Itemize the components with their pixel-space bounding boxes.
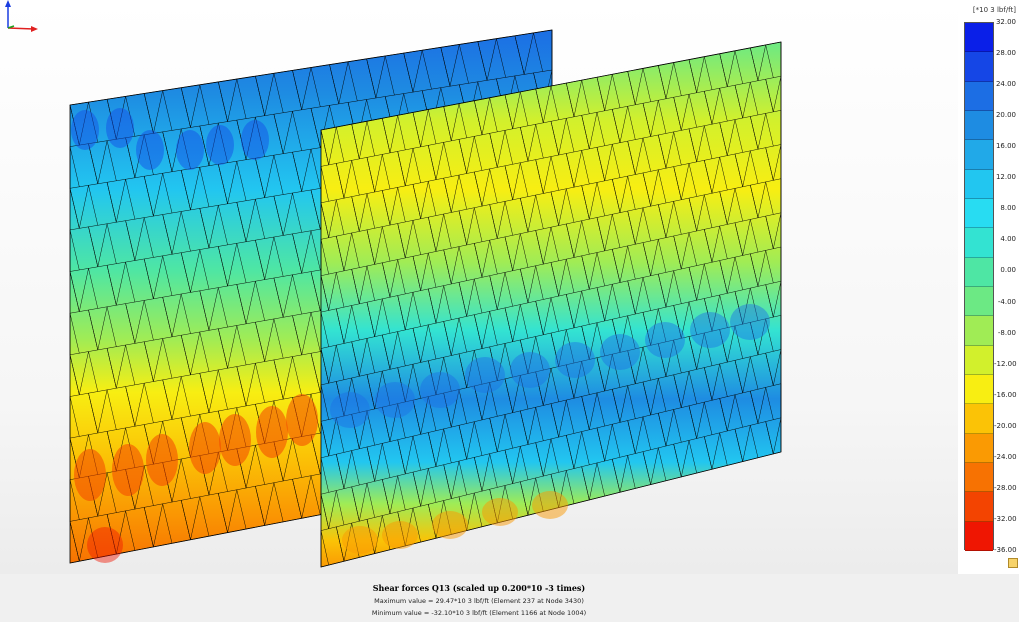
stress-hotspot [375, 382, 415, 418]
legend-swatch [965, 462, 993, 493]
stress-hotspot [532, 491, 568, 519]
stress-hotspot [176, 130, 204, 170]
color-legend: [*10 3 lbf/ft] 32.00 28.00 24.00 20.00 16.00… [958, 0, 1019, 574]
legend-color-bar [964, 22, 994, 551]
mesh-lines [320, 41, 782, 568]
stress-hotspot [74, 449, 106, 501]
legend-swatch [965, 110, 993, 141]
stress-hotspot [382, 521, 418, 549]
legend-tick-label: 28.00 [995, 49, 1016, 58]
legend-tick-label: -24.00 [994, 452, 1017, 461]
stress-hotspot [146, 434, 178, 486]
legend-tick-label: -32.00 [994, 514, 1017, 523]
stress-hotspot [510, 352, 550, 388]
stress-hotspot [555, 342, 595, 378]
wall-front-mesh [320, 41, 782, 568]
stress-hotspot [330, 392, 370, 428]
stress-hotspot [189, 422, 221, 474]
legend-swatch [965, 286, 993, 317]
stress-hotspot [690, 312, 730, 348]
legend-tick-label: 32.00 [995, 18, 1016, 26]
legend-tick-label: -16.00 [994, 390, 1017, 399]
stress-hotspot [256, 406, 288, 458]
legend-tick-label: -4.00 [997, 297, 1016, 306]
stress-hotspot [420, 372, 460, 408]
legend-tick-label: 16.00 [995, 142, 1016, 151]
wall-panel-front [320, 41, 782, 568]
caption-max-value: Maximum value = 29.47*10 3 lbf/ft (Eleme… [374, 597, 584, 605]
legend-tick-label: 8.00 [1000, 204, 1016, 213]
legend-swatch [965, 374, 993, 405]
stress-hotspot [600, 334, 640, 370]
stress-hotspot [730, 304, 770, 340]
stress-hotspot [645, 322, 685, 358]
result-caption: Shear forces Q13 (scaled up 0.200*10 -3 … [0, 574, 958, 622]
legend-tick-label: -28.00 [994, 483, 1017, 492]
legend-swatch [965, 140, 993, 170]
legend-tick-label: 12.00 [995, 173, 1016, 182]
legend-tick-label: -8.00 [997, 328, 1016, 337]
legend-swatch [965, 521, 993, 551]
legend-unit-label: [*10 3 lbf/ft] [972, 6, 1016, 14]
stress-hotspot [112, 444, 144, 496]
legend-swatch [965, 23, 993, 53]
legend-tick-label: 20.00 [995, 111, 1016, 120]
legend-tick-label: -12.00 [994, 359, 1017, 368]
stress-hotspot [286, 394, 318, 446]
legend-swatch [965, 492, 993, 522]
stress-hotspot [219, 414, 251, 466]
stress-hotspot [106, 108, 134, 148]
wall-front-hotspots [330, 304, 770, 554]
stress-hotspot [71, 110, 99, 150]
stress-hotspot [342, 526, 378, 554]
legend-tick-label: -36.00 [994, 546, 1017, 554]
legend-swatch [965, 257, 993, 287]
caption-min-value: Minimum value = -32.10*10 3 lbf/ft (Elem… [371, 609, 587, 617]
legend-swatch [965, 81, 993, 111]
stress-hotspot [465, 357, 505, 393]
caption-title: Shear forces Q13 (scaled up 0.200*10 -3 … [372, 583, 586, 593]
view-settings-icon[interactable] [1008, 558, 1018, 568]
legend-tick-label: -20.00 [994, 421, 1017, 430]
legend-swatch [965, 404, 993, 434]
legend-tick-label: 4.00 [1000, 235, 1016, 244]
legend-swatch [965, 316, 993, 346]
model-viewport[interactable] [0, 0, 958, 574]
stress-hotspot [241, 120, 269, 160]
legend-swatch [965, 228, 993, 258]
legend-swatch [965, 433, 993, 463]
legend-swatch [965, 198, 993, 229]
legend-tick-label: 24.00 [995, 80, 1016, 89]
stress-hotspot [432, 511, 468, 539]
stress-hotspot [87, 527, 123, 563]
legend-swatch [965, 345, 993, 375]
shear-force-plot [69, 29, 782, 568]
wall-back-hotspots [71, 108, 318, 563]
stress-hotspot [136, 130, 164, 170]
stress-hotspot [206, 125, 234, 165]
axis-triad-icon [5, 0, 38, 32]
legend-tick-label: 0.00 [1000, 266, 1016, 275]
legend-swatch [965, 52, 993, 82]
stress-hotspot [482, 498, 518, 526]
legend-swatch [965, 169, 993, 199]
